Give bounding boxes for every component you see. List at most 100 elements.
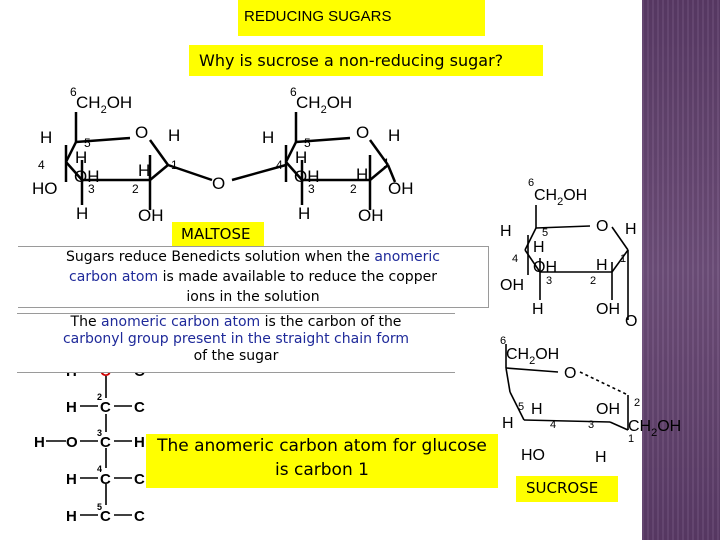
svg-text:3: 3 — [97, 428, 102, 438]
svg-text:3: 3 — [546, 275, 552, 287]
svg-text:OH: OH — [294, 167, 320, 186]
glucose-note-box: The anomeric carbon atom for glucose is … — [146, 434, 498, 488]
para2-line2: carbonyl group present in the straight c… — [62, 331, 410, 347]
sucrose-label: SUCROSE — [526, 479, 599, 497]
svg-text:H: H — [532, 301, 544, 318]
question-banner: Why is sucrose a non-reducing sugar? — [189, 45, 543, 76]
svg-text:6: 6 — [290, 85, 297, 99]
svg-text:C: C — [100, 508, 111, 525]
svg-text:2: 2 — [350, 182, 357, 196]
svg-text:O: O — [356, 123, 369, 142]
maltose-label: MALTOSE — [181, 225, 251, 243]
svg-text:5: 5 — [542, 227, 548, 239]
svg-text:CH2OH: CH2OH — [534, 187, 587, 208]
svg-text:HO: HO — [32, 179, 58, 198]
question-text: Why is sucrose a non-reducing sugar? — [199, 51, 504, 70]
svg-text:OH: OH — [388, 179, 414, 198]
svg-text:O: O — [625, 313, 637, 330]
svg-text:O: O — [66, 434, 78, 451]
title-banner: REDUCING SUGARS — [238, 0, 485, 36]
svg-text:HO: HO — [521, 447, 545, 464]
svg-text:H: H — [66, 399, 77, 416]
glucose-note-line1: The anomeric carbon atom for glucose — [157, 436, 487, 456]
svg-text:2: 2 — [590, 275, 596, 287]
svg-text:CH2OH: CH2OH — [76, 93, 132, 116]
svg-text:H: H — [500, 223, 512, 240]
glucose-chain-labels: 1 H C C 2 H C C 3 H O C H 4 H C C 5 H C … — [34, 352, 145, 525]
para2-line1: The anomeric carbon atom is the carbon o… — [70, 314, 402, 330]
svg-text:H: H — [66, 471, 77, 488]
svg-text:H: H — [531, 401, 543, 418]
svg-text:H: H — [262, 128, 274, 147]
svg-text:H: H — [138, 161, 150, 180]
svg-text:2: 2 — [132, 182, 139, 196]
svg-text:H: H — [34, 434, 45, 451]
svg-text:O: O — [596, 218, 608, 235]
svg-text:4: 4 — [512, 253, 518, 265]
glucose-chain-bonds — [46, 369, 132, 516]
svg-text:4: 4 — [550, 419, 556, 431]
svg-text:C: C — [134, 471, 145, 488]
svg-text:O: O — [212, 174, 225, 193]
sucrose-labels: 6 CH2OH H 5 O H 4 H OH H 1 OH 3 2 H OH O… — [500, 177, 681, 466]
svg-text:3: 3 — [588, 419, 594, 431]
svg-text:OH: OH — [138, 206, 164, 225]
para1-line3: ions in the solution — [186, 289, 320, 305]
svg-text:H: H — [40, 128, 52, 147]
svg-text:OH: OH — [596, 301, 620, 318]
maltose-bonds — [64, 112, 397, 210]
svg-text:C: C — [100, 471, 111, 488]
svg-text:H: H — [533, 239, 545, 256]
svg-text:H: H — [625, 221, 637, 238]
sucrose-bonds — [505, 205, 629, 431]
svg-text:5: 5 — [518, 401, 524, 413]
svg-text:O: O — [564, 365, 576, 382]
svg-text:C: C — [100, 399, 111, 416]
svg-text:OH: OH — [500, 277, 524, 294]
svg-text:H: H — [75, 148, 87, 167]
svg-text:4: 4 — [97, 464, 102, 474]
slide-title: REDUCING SUGARS — [244, 8, 392, 25]
svg-text:6: 6 — [500, 335, 506, 347]
svg-text:1: 1 — [620, 253, 626, 265]
svg-text:H: H — [295, 148, 307, 167]
para2-line3: of the sugar — [193, 348, 279, 364]
svg-text:1: 1 — [628, 433, 634, 445]
decorative-side-band — [642, 0, 720, 540]
svg-text:5: 5 — [97, 502, 102, 512]
svg-text:4: 4 — [38, 158, 45, 172]
svg-text:CH2OH: CH2OH — [628, 418, 681, 439]
svg-text:H: H — [388, 126, 400, 145]
maltose-label-box: MALTOSE — [172, 222, 264, 246]
anomeric-definition: The anomeric carbon atom is the carbon o… — [17, 313, 455, 373]
para1-line1: Sugars reduce Benedicts solution when th… — [66, 249, 440, 265]
svg-text:H: H — [356, 165, 368, 184]
svg-text:CH2OH: CH2OH — [296, 93, 352, 116]
benedicts-explanation: Sugars reduce Benedicts solution when th… — [18, 246, 489, 308]
svg-text:H: H — [596, 257, 608, 274]
svg-text:1: 1 — [171, 158, 178, 172]
svg-text:O: O — [135, 123, 148, 142]
svg-text:4: 4 — [276, 158, 283, 172]
svg-text:OH: OH — [533, 259, 557, 276]
svg-text:C: C — [134, 399, 145, 416]
svg-text:H: H — [76, 204, 88, 223]
svg-text:2: 2 — [97, 392, 102, 402]
svg-text:H: H — [595, 449, 607, 466]
svg-text:OH: OH — [74, 167, 100, 186]
svg-text:2: 2 — [634, 397, 640, 409]
svg-text:5: 5 — [84, 136, 91, 150]
svg-text:3: 3 — [88, 182, 95, 196]
svg-text:OH: OH — [596, 401, 620, 418]
para1-line2: carbon atom is made available to reduce … — [69, 269, 437, 285]
svg-text:C: C — [134, 508, 145, 525]
svg-text:H: H — [502, 415, 514, 432]
svg-text:C: C — [100, 434, 111, 451]
glucose-note-line2: is carbon 1 — [275, 460, 369, 480]
svg-text:5: 5 — [304, 136, 311, 150]
svg-text:H: H — [298, 204, 310, 223]
svg-text:H: H — [168, 126, 180, 145]
svg-text:H: H — [66, 508, 77, 525]
svg-text:1: 1 — [383, 156, 390, 170]
